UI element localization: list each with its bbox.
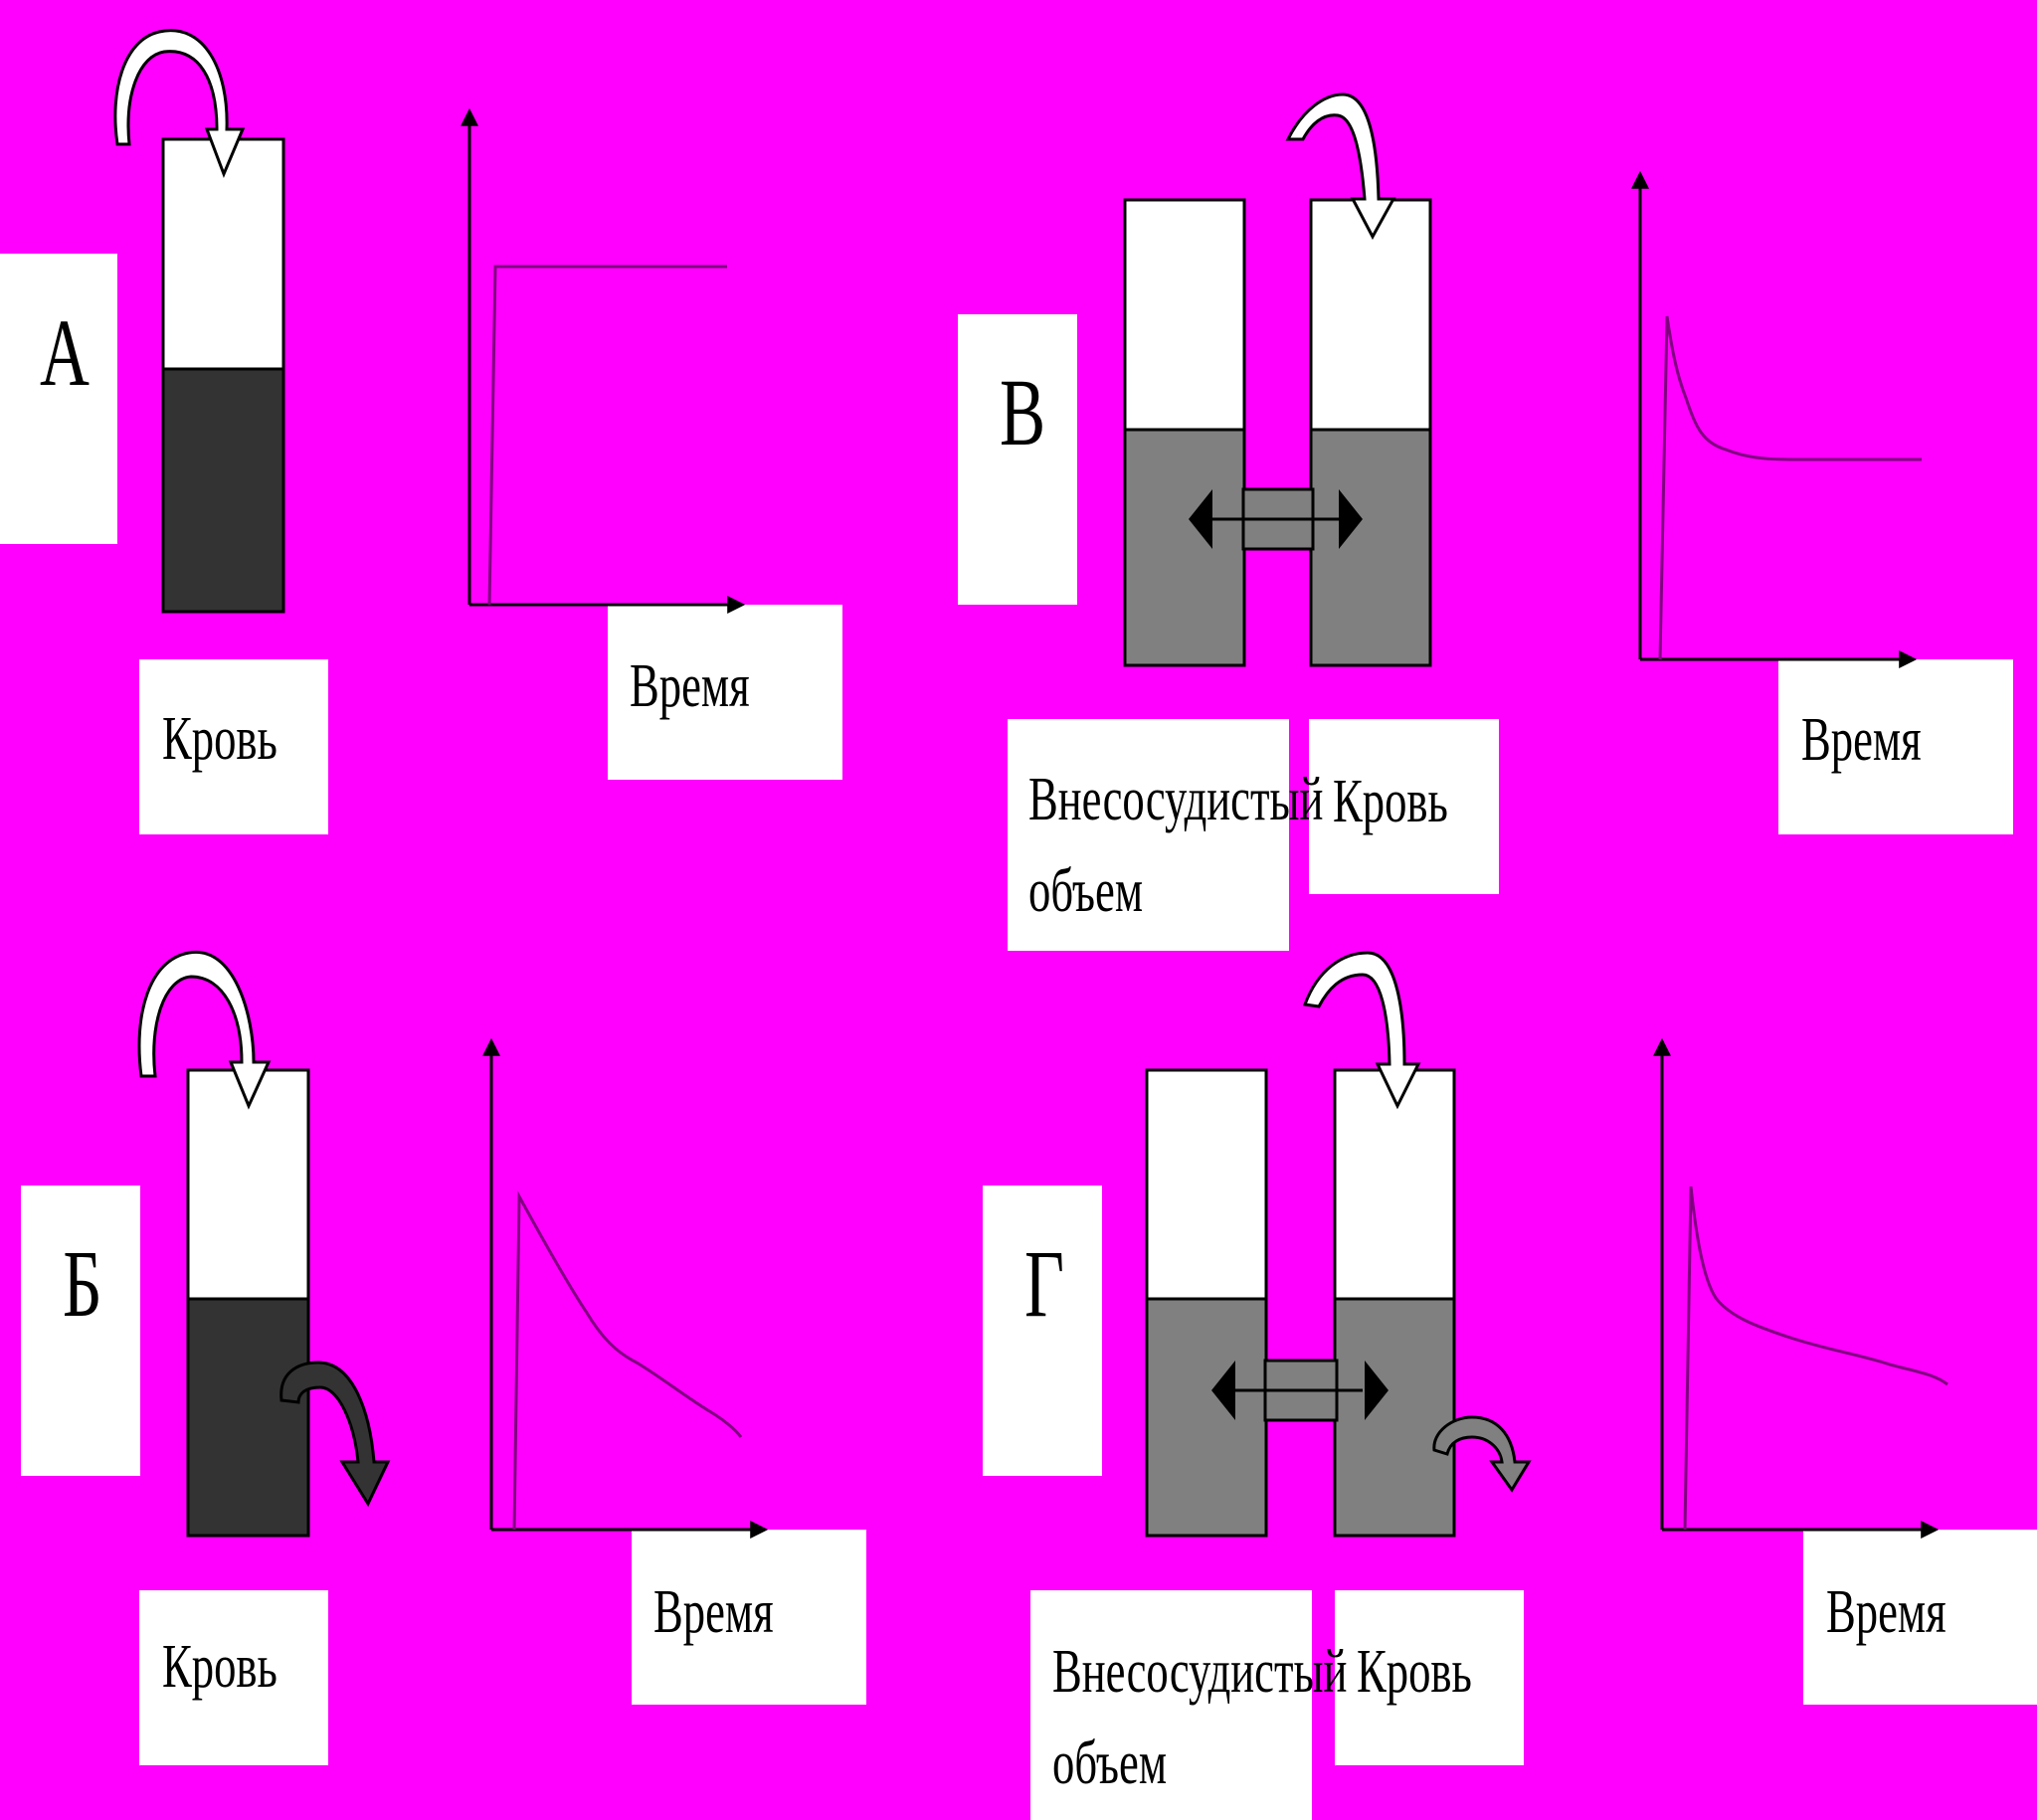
blood-fill-v	[1309, 428, 1432, 667]
time-label-box-g	[1803, 1530, 2037, 1705]
axes-g	[1653, 1037, 1940, 1539]
time-label-box-a	[608, 605, 842, 780]
extravascular-fill-g	[1145, 1297, 1268, 1538]
time-label-box-v	[1778, 659, 2013, 834]
extravascular-fill-v	[1123, 428, 1246, 667]
panel-v	[1123, 92, 1922, 668]
time-label-b: Время	[653, 1578, 774, 1646]
axes-a	[461, 107, 746, 614]
time-label-g: Время	[1826, 1578, 1946, 1646]
time-label-v: Время	[1801, 706, 1922, 774]
blood-label-g: Кровь	[1357, 1638, 1472, 1706]
dose-arrow-a	[113, 29, 246, 179]
label-boxes	[0, 254, 2037, 1820]
blood-fill-g	[1333, 1297, 1456, 1538]
letter-box-g	[983, 1185, 1102, 1476]
panel-letter-g: Г	[1024, 1230, 1064, 1337]
extravascular-label-g: Внесосудистый объем	[1052, 1638, 1348, 1797]
letter-box-b	[21, 1185, 140, 1476]
panel-g	[1145, 951, 1948, 1539]
letter-box-v	[958, 314, 1077, 605]
concentration-curve-a	[487, 265, 727, 606]
dose-arrow-g	[1302, 951, 1421, 1110]
concentration-curve-g	[1683, 1185, 1948, 1531]
time-label-a: Время	[630, 652, 750, 720]
extravascular-label-box-g	[1030, 1590, 1312, 1820]
exchange-arrow-g	[1211, 1361, 1389, 1420]
panel-letter-b: Б	[63, 1230, 102, 1337]
blood-fill-a	[161, 367, 285, 614]
dose-arrow-b	[137, 950, 272, 1110]
time-label-box-b	[632, 1530, 866, 1705]
exchange-arrow-v	[1189, 489, 1363, 549]
axes-v	[1631, 170, 1918, 668]
concentration-curve-b	[512, 1190, 743, 1531]
panel-letter-a: А	[40, 299, 90, 406]
blood-label-box-b	[139, 1590, 328, 1765]
blood-label-a: Кровь	[162, 705, 278, 773]
concentration-curve-v	[1658, 315, 1922, 660]
extravascular-label-box-v	[1008, 719, 1289, 951]
panel-letter-v: В	[1000, 359, 1046, 465]
axes-b	[482, 1037, 769, 1539]
panel-a	[113, 29, 746, 614]
dose-arrow-v	[1285, 92, 1396, 241]
blood-label-box-a	[139, 659, 328, 834]
blood-label-v: Кровь	[1333, 768, 1448, 835]
panel-b	[137, 950, 769, 1539]
blood-label-box-v	[1309, 719, 1499, 894]
elimination-arrow-g	[1432, 1415, 1532, 1493]
blood-label-b: Кровь	[162, 1633, 278, 1701]
letter-box-a	[0, 254, 117, 544]
extravascular-label-v: Внесосудистый объем	[1028, 766, 1324, 925]
blood-fill-b	[186, 1297, 310, 1538]
elimination-arrow-b	[279, 1361, 391, 1508]
blood-label-box-g	[1335, 1590, 1524, 1765]
